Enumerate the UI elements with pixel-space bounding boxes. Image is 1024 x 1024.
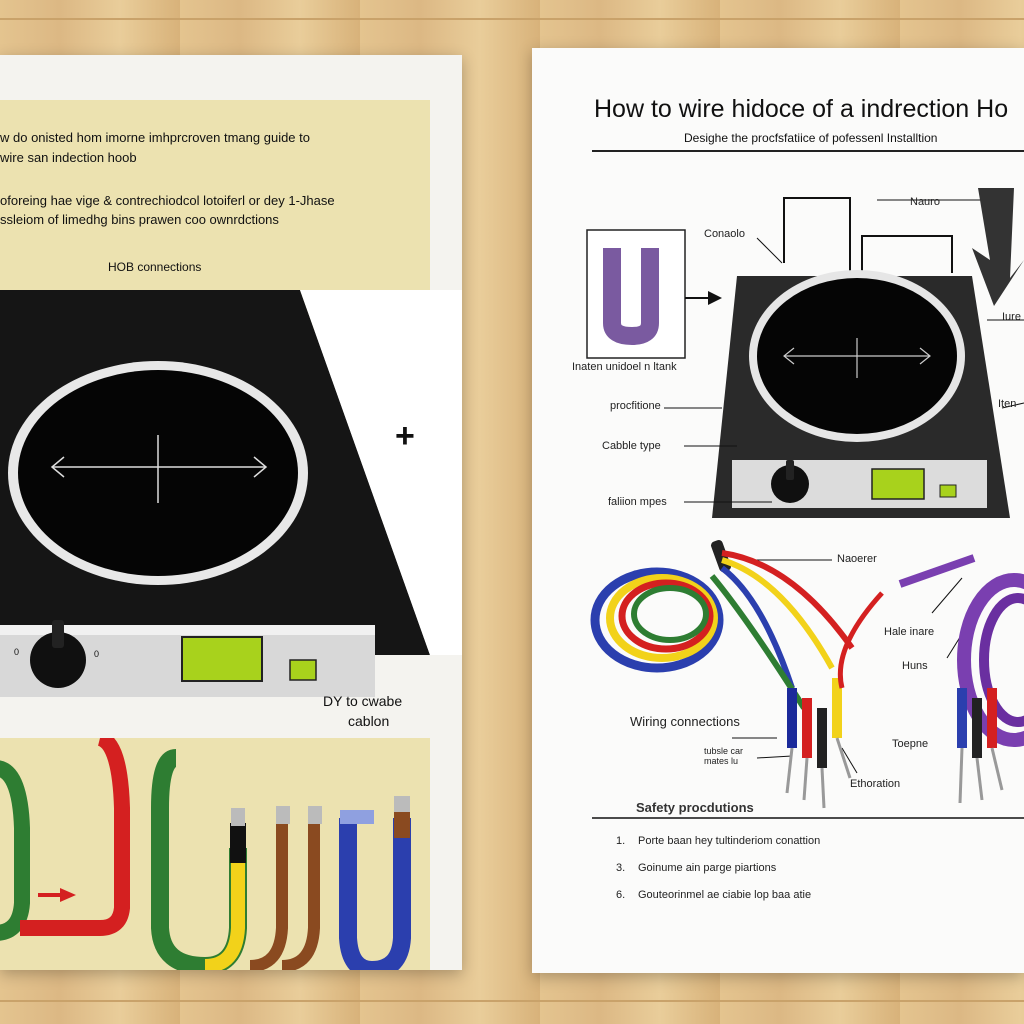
section-label: HOB connections	[108, 260, 202, 274]
control-knob	[30, 632, 86, 688]
hob-illustration	[0, 290, 462, 697]
label-nauro: Nauro	[910, 196, 940, 208]
diy-caption-line1: DY to cwabe	[323, 693, 403, 709]
page-subtitle: Desighe the procfsfatiice of pofessenl I…	[684, 131, 938, 145]
purple-cable	[957, 573, 1024, 747]
label-right-edge-1: Iure	[1002, 311, 1021, 323]
label-right-edge-2: Iten	[998, 398, 1017, 410]
label-conaolo: Conaolo	[704, 228, 745, 240]
left-guide-sheet: w do onisted hom imorne imhprcroven tman…	[0, 55, 462, 970]
label-hale: Hale inare	[884, 626, 935, 638]
label-cable-caption: Inaten unidoel n ltank	[572, 361, 677, 373]
label-huns: Huns	[902, 660, 928, 672]
title-divider	[592, 150, 1024, 152]
safety-item-text: Porte baan hey tultinderiom conattion	[638, 835, 821, 847]
display-panel	[181, 636, 263, 682]
description-line1: oforeing hae vige & contrechiodcol lotoi…	[0, 193, 335, 208]
down-arrow-icon	[972, 188, 1024, 306]
cable-illustration	[0, 738, 411, 970]
plus-sign: +	[395, 417, 415, 455]
yellow-wire	[204, 848, 245, 970]
wood-seam	[0, 18, 1024, 20]
safety-item-text: Gouteorinmel ae ciabie lop baa atie	[638, 889, 812, 901]
description-line2: ssleiom of limedhg bins prawen coo ownrd…	[0, 212, 279, 227]
safety-item-number: 6.	[616, 889, 626, 901]
brown-wire	[249, 818, 288, 970]
control-knob	[771, 465, 809, 503]
safety-item-number: 3.	[616, 862, 626, 874]
label-wiring-connections: Wiring connections	[630, 714, 740, 729]
label-cable-type: Cabble type	[602, 440, 661, 452]
green-wire	[0, 760, 30, 941]
indicator-light	[289, 659, 317, 681]
safety-item-number: 1.	[616, 835, 626, 847]
label-toepne: Toepne	[892, 738, 929, 750]
display-panel	[871, 468, 925, 500]
hob-side-shade	[300, 290, 462, 655]
intro-text-line1: w do onisted hom imorne imhprcroven tman…	[0, 130, 310, 145]
intro-text-line2: wire san indection hoob	[0, 150, 137, 165]
safety-heading: Safety procdutions	[636, 800, 754, 815]
label-faliion: faliion mpes	[608, 496, 667, 508]
red-wire	[20, 738, 130, 936]
coiled-cable	[590, 567, 724, 673]
green-cable	[151, 749, 247, 970]
blue-cable	[339, 818, 411, 970]
label-procfitione: procfitione	[610, 400, 661, 412]
wood-seam	[0, 1000, 1024, 1002]
diy-caption-line2: cablon	[348, 713, 390, 729]
arrow-icon	[60, 888, 76, 902]
right-guide-sheet: How to wire hidoce of a indrection Ho De…	[532, 48, 1024, 973]
knob-mark-right: 0	[94, 649, 100, 659]
label-naoerer: Naoerer	[837, 553, 877, 565]
knob-mark-left: 0	[14, 647, 20, 657]
page-title: How to wire hidoce of a indrection Ho	[594, 95, 1009, 123]
control-panel	[732, 460, 987, 508]
wiring-diagram	[586, 188, 1024, 819]
label-ethoration: Ethoration	[850, 778, 901, 790]
safety-item-text: Goinume ain parge piartions	[638, 862, 777, 874]
label-small-note: tubsle car mates lu	[704, 746, 744, 766]
